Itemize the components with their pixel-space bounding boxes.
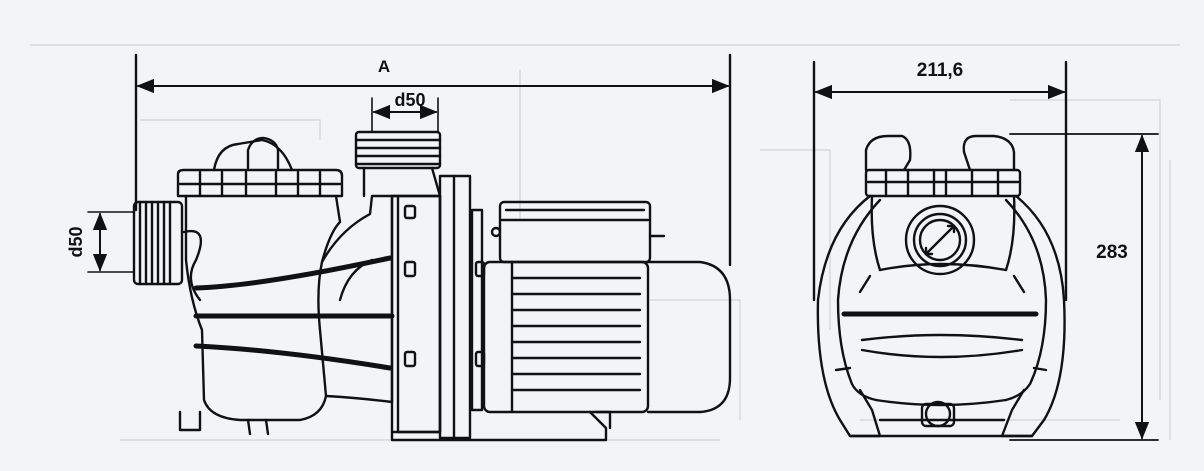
motor-flange — [438, 174, 486, 440]
strainer-body — [182, 194, 342, 422]
side-inlet-port — [132, 200, 184, 286]
dimension-label-top-port: d50 — [394, 90, 425, 110]
motor-body — [482, 260, 732, 414]
top-outlet-port — [354, 130, 442, 198]
pump-front-view — [812, 60, 1159, 441]
dimension-label-front-height: 283 — [1096, 242, 1128, 263]
front-lid — [864, 134, 1022, 198]
front-housing — [816, 194, 1066, 438]
volute-stripes — [193, 255, 395, 371]
dimension-label-side-port: d50 — [66, 226, 86, 257]
dimension-label-overall-length: A — [378, 57, 390, 76]
drain-plug — [920, 400, 956, 428]
terminal-box — [490, 200, 666, 264]
pump-side-view — [87, 53, 732, 442]
pump-base — [178, 410, 612, 442]
strainer-lid — [176, 136, 344, 198]
dimension-label-front-width: 211,6 — [917, 60, 964, 81]
front-outlet-port — [904, 204, 976, 276]
